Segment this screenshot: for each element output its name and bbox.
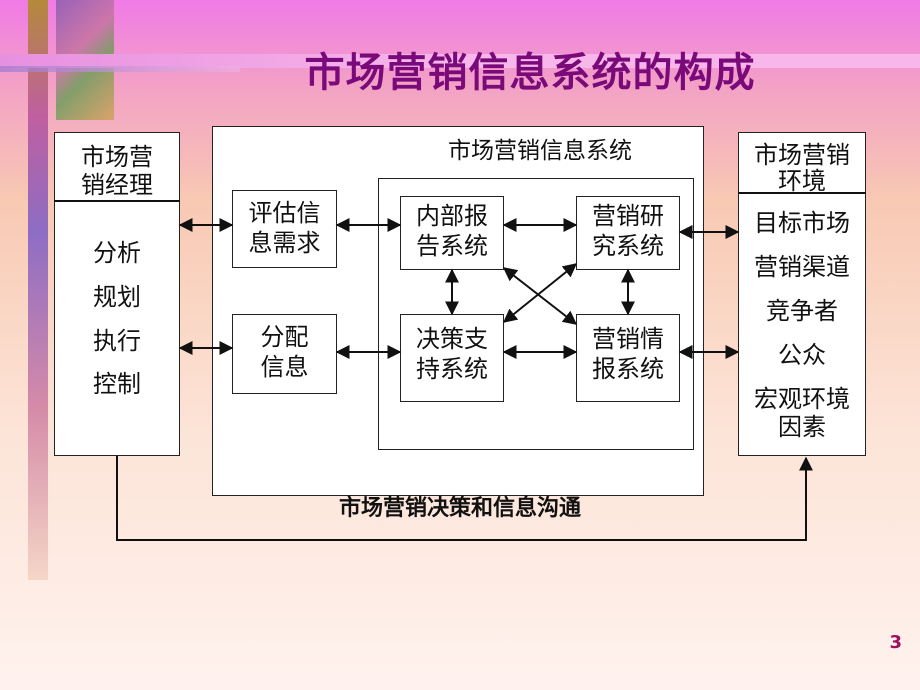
- decision-support-line1: 决策支: [416, 325, 488, 353]
- arrow-diagonal-2: [502, 263, 578, 323]
- manager-item-control: 控制: [93, 370, 141, 398]
- manager-item-analysis: 分析: [93, 239, 141, 267]
- distribute-info-box: [232, 314, 337, 394]
- marketing-manager-box: [54, 132, 180, 456]
- manager-item-execution: 执行: [93, 327, 141, 355]
- marketing-research-box: [576, 196, 680, 270]
- environment-item-public: 公众: [778, 341, 826, 369]
- marketing-research-line1: 营销研: [592, 202, 664, 230]
- marketing-manager-header-line2: 销经理: [81, 171, 153, 199]
- decision-support-box: [400, 314, 504, 402]
- decision-support-line2: 持系统: [416, 355, 488, 383]
- marketing-intelligence-box: [576, 314, 680, 402]
- feedback-loop-line: [116, 456, 813, 541]
- distribute-info-line1: 分配: [260, 323, 309, 351]
- marketing-manager-header-line1: 市场营: [81, 143, 153, 171]
- decorative-vertical-strip: [28, 0, 48, 580]
- page-title: 市场营销信息系统的构成: [304, 49, 756, 96]
- page-number: 3: [889, 632, 902, 653]
- environment-item-target-market: 目标市场: [754, 209, 850, 237]
- marketing-intelligence-line1: 营销情: [592, 325, 664, 353]
- environment-item-competitors: 竞争者: [766, 297, 838, 325]
- internal-report-line1: 内部报: [416, 202, 488, 230]
- distribute-info-line2: 信息: [260, 353, 309, 381]
- decorative-horizontal-strip: [0, 54, 920, 68]
- decorative-horizontal-accent: [0, 66, 240, 72]
- mis-title: 市场营销信息系统: [448, 138, 632, 164]
- environment-header-line1: 市场营销: [754, 141, 850, 169]
- manager-item-planning: 规划: [93, 283, 141, 311]
- evaluate-needs-line2: 息需求: [248, 229, 321, 257]
- marketing-environment-box: [738, 132, 866, 456]
- marketing-intelligence-line2: 报系统: [592, 355, 664, 383]
- evaluate-needs-line1: 评估信: [248, 199, 321, 227]
- environment-item-channels: 营销渠道: [754, 253, 850, 281]
- internal-report-line2: 告系统: [416, 232, 488, 260]
- environment-item-macro: 宏观环境: [754, 385, 850, 413]
- arrow-diagonal-1: [502, 267, 578, 325]
- evaluate-needs-box: [232, 190, 337, 268]
- environment-header-line2: 环境: [778, 167, 826, 195]
- marketing-research-line2: 究系统: [592, 232, 664, 260]
- decision-communication-label: 市场营销决策和信息沟通: [338, 495, 581, 521]
- environment-item-factors: 因素: [778, 413, 826, 441]
